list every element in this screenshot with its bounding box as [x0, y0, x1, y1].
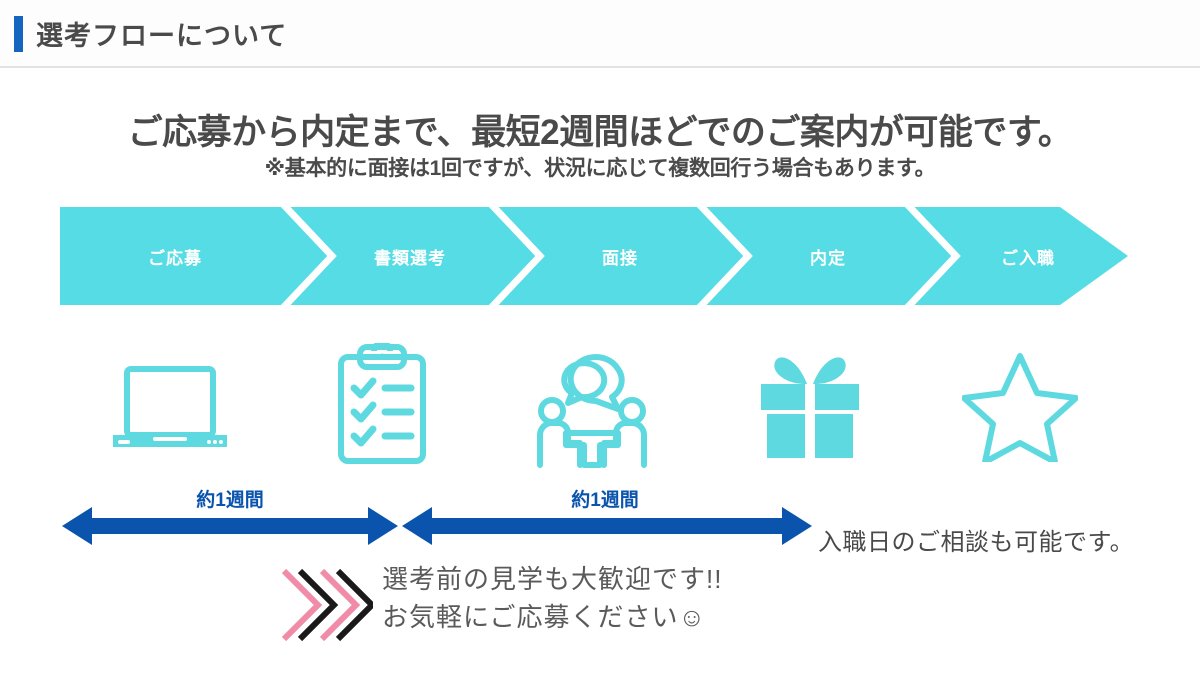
flow-chevron-shapes	[60, 207, 1128, 305]
timeline-arrow-2	[402, 507, 812, 545]
header-divider	[0, 66, 1200, 68]
callout-text: 選考前の見学も大歓迎です!! お気軽にご応募ください☺	[382, 561, 722, 636]
duration-timeline: 約1週間 約1週間	[0, 485, 1200, 555]
header-bar: 選考フローについて	[0, 0, 1200, 66]
flow-icon-cell-1	[70, 338, 270, 473]
duration-label-1: 約1週間	[196, 490, 264, 511]
headline: ご応募から内定まで、最短2週間ほどでのご案内が可能です。	[127, 113, 1073, 152]
page-title: 選考フローについて	[36, 21, 288, 51]
duration-label-2: 約1週間	[571, 490, 639, 511]
gift-box-icon	[761, 356, 859, 458]
laptop-icon	[113, 365, 227, 447]
interview-people-icon	[537, 354, 647, 468]
star-outline-icon	[962, 352, 1078, 462]
flow-separators	[280, 207, 961, 305]
flow-icon-cell-2	[282, 338, 482, 473]
visit-welcome-callout: 選考前の見学も大歓迎です!! お気軽にご応募ください☺	[278, 563, 878, 653]
start-date-note: 入職日のご相談も可能です。	[818, 529, 1135, 556]
timeline-arrow-1	[62, 507, 398, 545]
flow-icon-cell-4	[710, 338, 910, 473]
flow-icon-cell-5	[920, 338, 1120, 473]
callout-line-2: お気軽にご応募ください☺	[382, 601, 707, 632]
header-accent-icon	[14, 16, 23, 52]
flow-ribbon	[60, 207, 1128, 305]
double-chevron-right-icon	[281, 568, 373, 642]
callout-line-1: 選考前の見学も大歓迎です!!	[382, 564, 723, 594]
flow-icon-row	[60, 338, 1128, 473]
subheadline: ※基本的に面接は1回ですが、状況に応じて複数回行う場合もあります。	[264, 157, 936, 180]
selection-flow-bar: ご応募 書類選考 面接 内定 ご入職	[60, 207, 1128, 305]
clipboard-checklist-icon	[338, 343, 426, 464]
timeline-arrows	[62, 507, 812, 545]
flow-icon-cell-3	[492, 338, 692, 473]
